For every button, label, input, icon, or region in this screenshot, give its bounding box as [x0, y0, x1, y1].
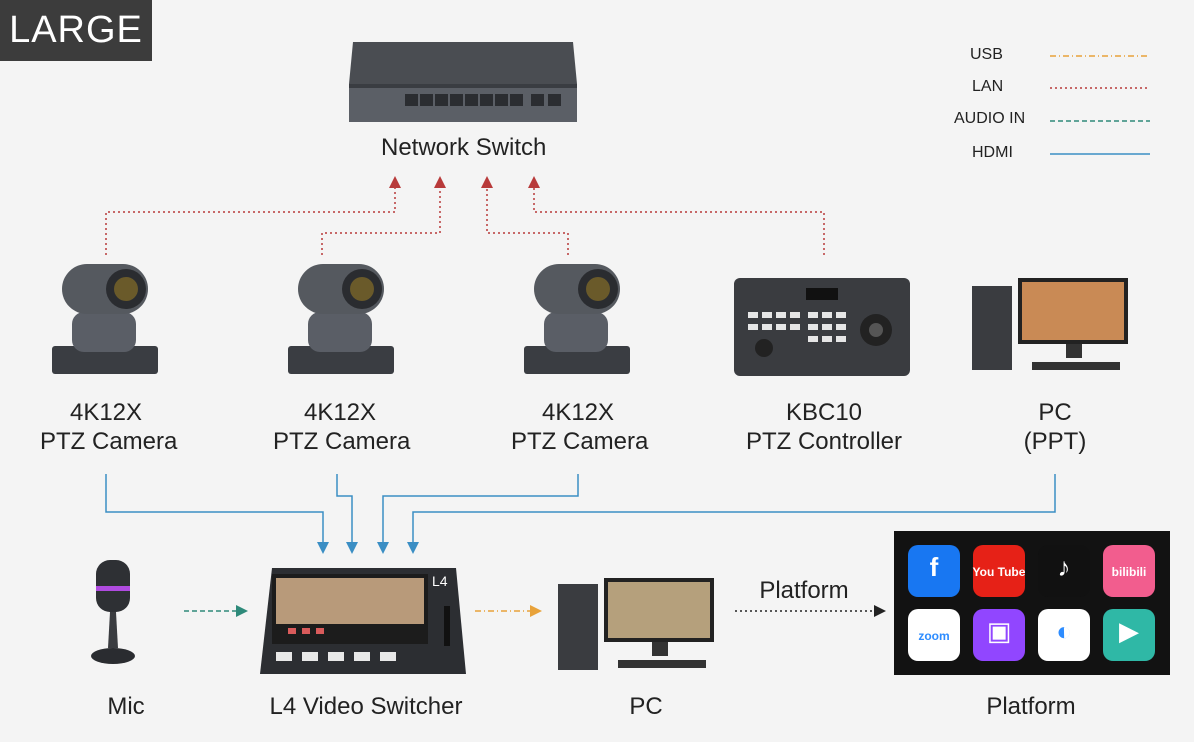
tencent-meeting-icon: ▶	[1103, 609, 1155, 661]
svg-text:You Tube: You Tube	[973, 565, 1026, 579]
device-type: PTZ Camera	[511, 428, 649, 455]
pc-output-image	[558, 578, 714, 670]
device-model: PC	[1038, 399, 1072, 426]
legend-lan-label: LAN	[972, 78, 1004, 95]
switcher-label: L4 Video Switcher	[269, 693, 463, 720]
platform-label: Platform	[986, 693, 1076, 720]
svg-text:◐: ◐	[1056, 616, 1072, 646]
lan-line-camera-3	[481, 176, 569, 255]
ptz-camera-1-image	[52, 264, 158, 374]
twitch-icon: ▣	[973, 609, 1025, 661]
legend-audio-label: AUDIO IN	[954, 110, 1026, 127]
bilibili-icon: bilibili	[1103, 545, 1155, 597]
ptz-camera-3-image	[524, 264, 630, 374]
device-model: 4K12X	[69, 399, 143, 426]
pc-ppt-image	[972, 278, 1128, 370]
hdmi-line-camera-2	[336, 474, 358, 554]
ptz-camera-2-image	[288, 264, 394, 374]
device-label-pc-ppt: PC (PPT)	[1010, 398, 1100, 456]
device-type: (PPT)	[1023, 428, 1087, 455]
device-type: PTZ Controller	[745, 428, 903, 455]
video-switcher-image: L4	[260, 568, 466, 674]
zoom-icon: zoom	[908, 609, 960, 661]
platform-panel: f You Tube ♪ bilibili zoom ▣ ◐ ▶	[894, 531, 1170, 675]
switcher-brand: L4	[432, 573, 448, 589]
mic-label: Mic	[107, 693, 145, 720]
legend-hdmi-label: HDMI	[972, 144, 1013, 161]
mic-image	[91, 560, 135, 664]
device-model: 4K12X	[541, 399, 615, 426]
network-switch-label: Network Switch	[381, 134, 547, 161]
device-label-camera-1: 4K12X PTZ Camera	[40, 398, 178, 456]
device-model: 4K12X	[303, 399, 377, 426]
device-type: PTZ Camera	[40, 428, 178, 455]
lan-line-camera-2	[321, 176, 446, 255]
lan-line-controller	[528, 176, 825, 255]
network-switch-image	[349, 42, 577, 122]
device-label-controller: KBC10 PTZ Controller	[744, 398, 904, 456]
stream-arrow-label: Platform	[759, 577, 849, 604]
svg-text:zoom: zoom	[918, 629, 949, 643]
tiktok-icon: ♪	[1038, 545, 1090, 597]
device-model: KBC10	[785, 399, 863, 426]
device-label-camera-3: 4K12X PTZ Camera	[511, 398, 649, 456]
pc-label: PC	[629, 693, 663, 720]
svg-text:▣: ▣	[987, 616, 1012, 646]
teams-icon: ◐	[1038, 609, 1090, 661]
svg-text:♪: ♪	[1058, 552, 1071, 582]
legend-usb-label: USB	[970, 46, 1003, 63]
device-label-camera-2: 4K12X PTZ Camera	[273, 398, 411, 456]
hdmi-line-camera-1	[105, 474, 329, 554]
lan-line-camera-1	[105, 176, 401, 255]
facebook-icon: f	[908, 545, 960, 597]
svg-text:f: f	[930, 552, 939, 582]
size-badge: LARGE	[0, 0, 152, 61]
device-type: PTZ Camera	[273, 428, 411, 455]
hdmi-line-pc-ppt	[407, 474, 1056, 554]
svg-text:bilibili: bilibili	[1112, 565, 1147, 579]
svg-text:▶: ▶	[1119, 616, 1139, 646]
youtube-icon: You Tube	[973, 545, 1026, 597]
ptz-controller-image	[734, 278, 910, 376]
hdmi-line-camera-3	[377, 474, 579, 554]
